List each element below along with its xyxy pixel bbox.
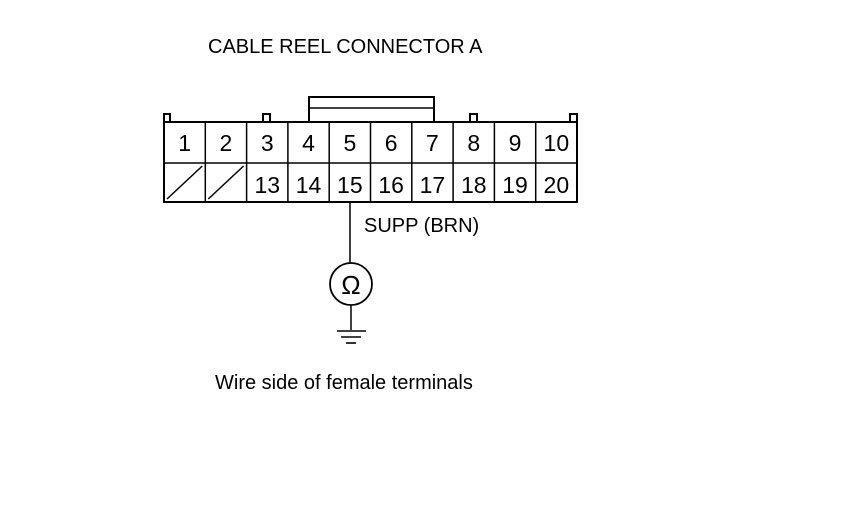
pin-number-17: 17 (420, 172, 446, 198)
locating-tab-3 (262, 113, 271, 122)
ohm-symbol: Ω (341, 270, 360, 300)
pin-number-7: 7 (426, 130, 439, 156)
diagram-title: CABLE REEL CONNECTOR A (208, 36, 483, 58)
locating-tab-left (163, 113, 171, 122)
pin-number-9: 9 (509, 130, 522, 156)
pin-number-16: 16 (378, 172, 404, 198)
pin-number-5: 5 (343, 130, 356, 156)
diagram-caption: Wire side of female terminals (215, 372, 473, 394)
pin-number-19: 19 (502, 172, 528, 198)
pin-number-15: 15 (337, 172, 363, 198)
blank-cavity-mark (166, 165, 203, 200)
ground-icon (337, 330, 366, 344)
ohmmeter-icon: Ω (329, 262, 373, 306)
pin-number-8: 8 (467, 130, 480, 156)
pin-number-2: 2 (220, 130, 233, 156)
locating-tab-right (569, 113, 578, 122)
pin-number-13: 13 (254, 172, 280, 198)
blank-cavity-mark (207, 165, 245, 200)
wire-label: SUPP (BRN) (364, 215, 480, 237)
pin-number-6: 6 (385, 130, 398, 156)
pin-number-20: 20 (544, 172, 570, 198)
connector-latch (308, 96, 435, 123)
pin-number-4: 4 (302, 130, 315, 156)
pin-number-1: 1 (178, 130, 191, 156)
locating-tab-8 (469, 113, 478, 122)
pin-number-14: 14 (296, 172, 322, 198)
pin-number-3: 3 (261, 130, 274, 156)
pin-number-10: 10 (544, 130, 570, 156)
pin-number-18: 18 (461, 172, 487, 198)
